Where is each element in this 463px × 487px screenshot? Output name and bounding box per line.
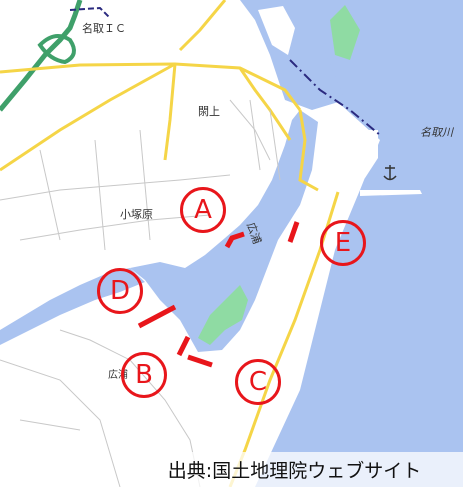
mark-a xyxy=(224,231,245,249)
marker-d: D xyxy=(97,268,143,314)
marker-b: B xyxy=(121,352,167,398)
section-marks xyxy=(137,221,300,368)
breakwater xyxy=(360,190,422,196)
source-credit: 出典:国土地理院ウェブサイト xyxy=(126,452,463,487)
sand-strip xyxy=(212,190,338,487)
lagoon-hiroura xyxy=(130,110,318,352)
expressway xyxy=(0,0,83,112)
label-sekiue: 閖上 xyxy=(198,105,220,118)
mark-b xyxy=(176,335,191,357)
minor-roads xyxy=(0,99,281,487)
mark-e xyxy=(287,221,300,243)
mark-d xyxy=(137,304,177,329)
anchor-icon xyxy=(383,165,397,181)
marker-c: C xyxy=(235,359,281,405)
label-bottom: 広浦 xyxy=(108,370,128,381)
mark-c xyxy=(187,354,213,368)
admin-boundary-top xyxy=(69,6,111,19)
harbor-pier xyxy=(320,130,378,196)
label-natorigawa: 名取川 xyxy=(420,126,453,139)
forest-lagoon xyxy=(198,285,248,345)
label-kozukahara: 小塚原 xyxy=(120,208,153,221)
admin-boundary xyxy=(289,59,381,136)
marker-a: A xyxy=(180,187,226,233)
forest-north xyxy=(330,5,360,60)
sandbar-top xyxy=(258,6,295,55)
ic-loop xyxy=(37,34,76,65)
marker-e: E xyxy=(320,220,366,266)
label-ic: 名取ＩＣ xyxy=(82,22,126,35)
